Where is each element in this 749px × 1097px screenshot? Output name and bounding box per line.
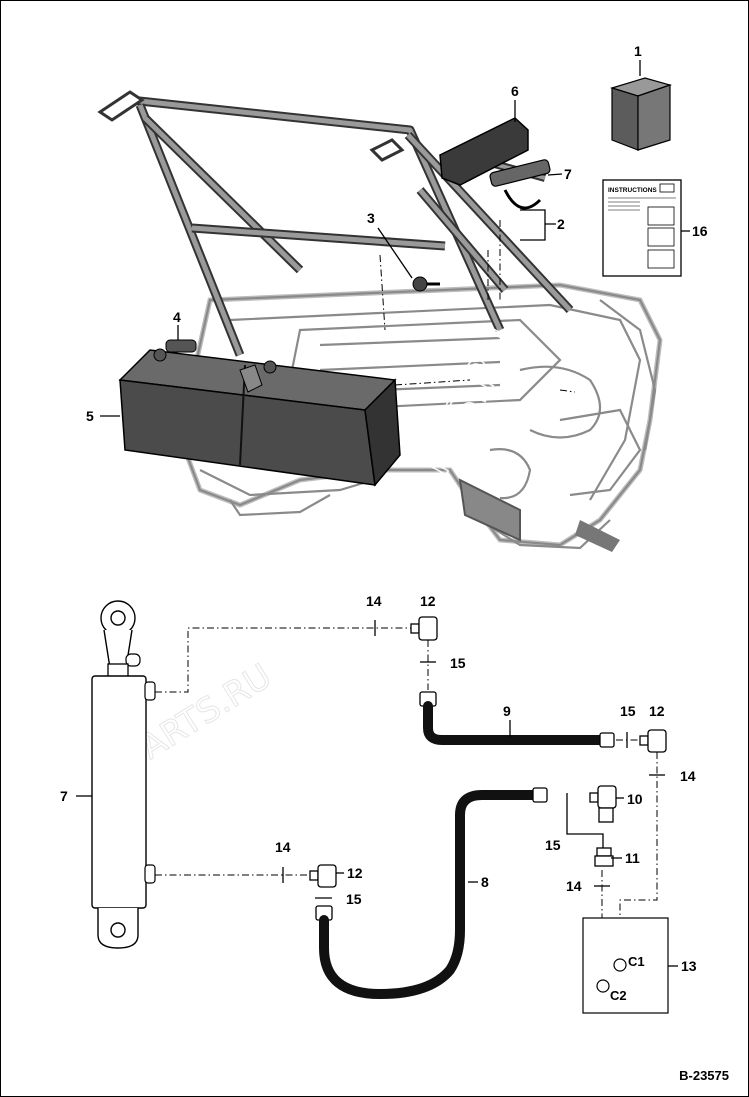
port-c1: C1	[628, 954, 645, 969]
bolt-part	[412, 276, 440, 292]
callout-2: 2	[557, 216, 565, 232]
callout-11: 11	[625, 850, 640, 866]
callout-14d: 14	[275, 839, 291, 855]
callout-9: 9	[503, 703, 511, 719]
tee-fitting-lower	[309, 864, 337, 888]
callout-15c: 15	[545, 837, 561, 853]
hydraulic-cylinder	[91, 600, 156, 949]
pin-part	[165, 339, 197, 353]
callout-14c: 14	[566, 878, 582, 894]
watermark-faint: ARTS.RU	[134, 656, 279, 767]
hose-8	[315, 787, 548, 1000]
callout-3: 3	[367, 210, 375, 226]
callout-1: 1	[634, 43, 642, 59]
callout-7-cylinder: 7	[60, 788, 68, 804]
port-c2: C2	[610, 988, 627, 1003]
instructions-label: INSTRUCTIONS	[608, 187, 657, 194]
counterweight-box	[118, 348, 401, 487]
instructions-sheet: INSTRUCTIONS	[602, 179, 682, 277]
callout-14a: 14	[366, 593, 382, 609]
callout-10: 10	[627, 791, 643, 807]
valve-block: C1 C2	[582, 917, 669, 1014]
callout-4: 4	[173, 309, 181, 325]
hose-9	[419, 691, 615, 748]
figure-number: B-23575	[679, 1068, 729, 1083]
callout-7: 7	[564, 166, 572, 182]
callout-8: 8	[481, 874, 489, 890]
elbow-fitting	[589, 785, 617, 823]
callout-12b: 12	[649, 703, 665, 719]
mower-attachment-illustration: INSTRUCTIONS ARTS.RU 1 6 7 2 3 4 5 16	[86, 43, 708, 552]
callout-15b: 15	[620, 703, 636, 719]
callout-15d: 15	[346, 891, 362, 907]
callout-13: 13	[681, 958, 697, 974]
pin-cylinder	[489, 159, 551, 210]
callout-5: 5	[86, 408, 94, 424]
hydraulic-schematic: C1 C2 14 12 15 9 15 12 14 10 15 11 14 7 …	[60, 593, 697, 1014]
callout-16: 16	[692, 223, 708, 239]
tee-fitting-upper	[410, 616, 438, 641]
callout-15a: 15	[450, 655, 466, 671]
container-box	[609, 77, 673, 151]
tee-fitting-right	[639, 729, 667, 753]
callout-12c: 12	[347, 865, 363, 881]
callout-12a: 12	[420, 593, 436, 609]
adapter-fitting	[594, 847, 614, 867]
callout-14b: 14	[680, 768, 696, 784]
callout-6: 6	[511, 83, 519, 99]
